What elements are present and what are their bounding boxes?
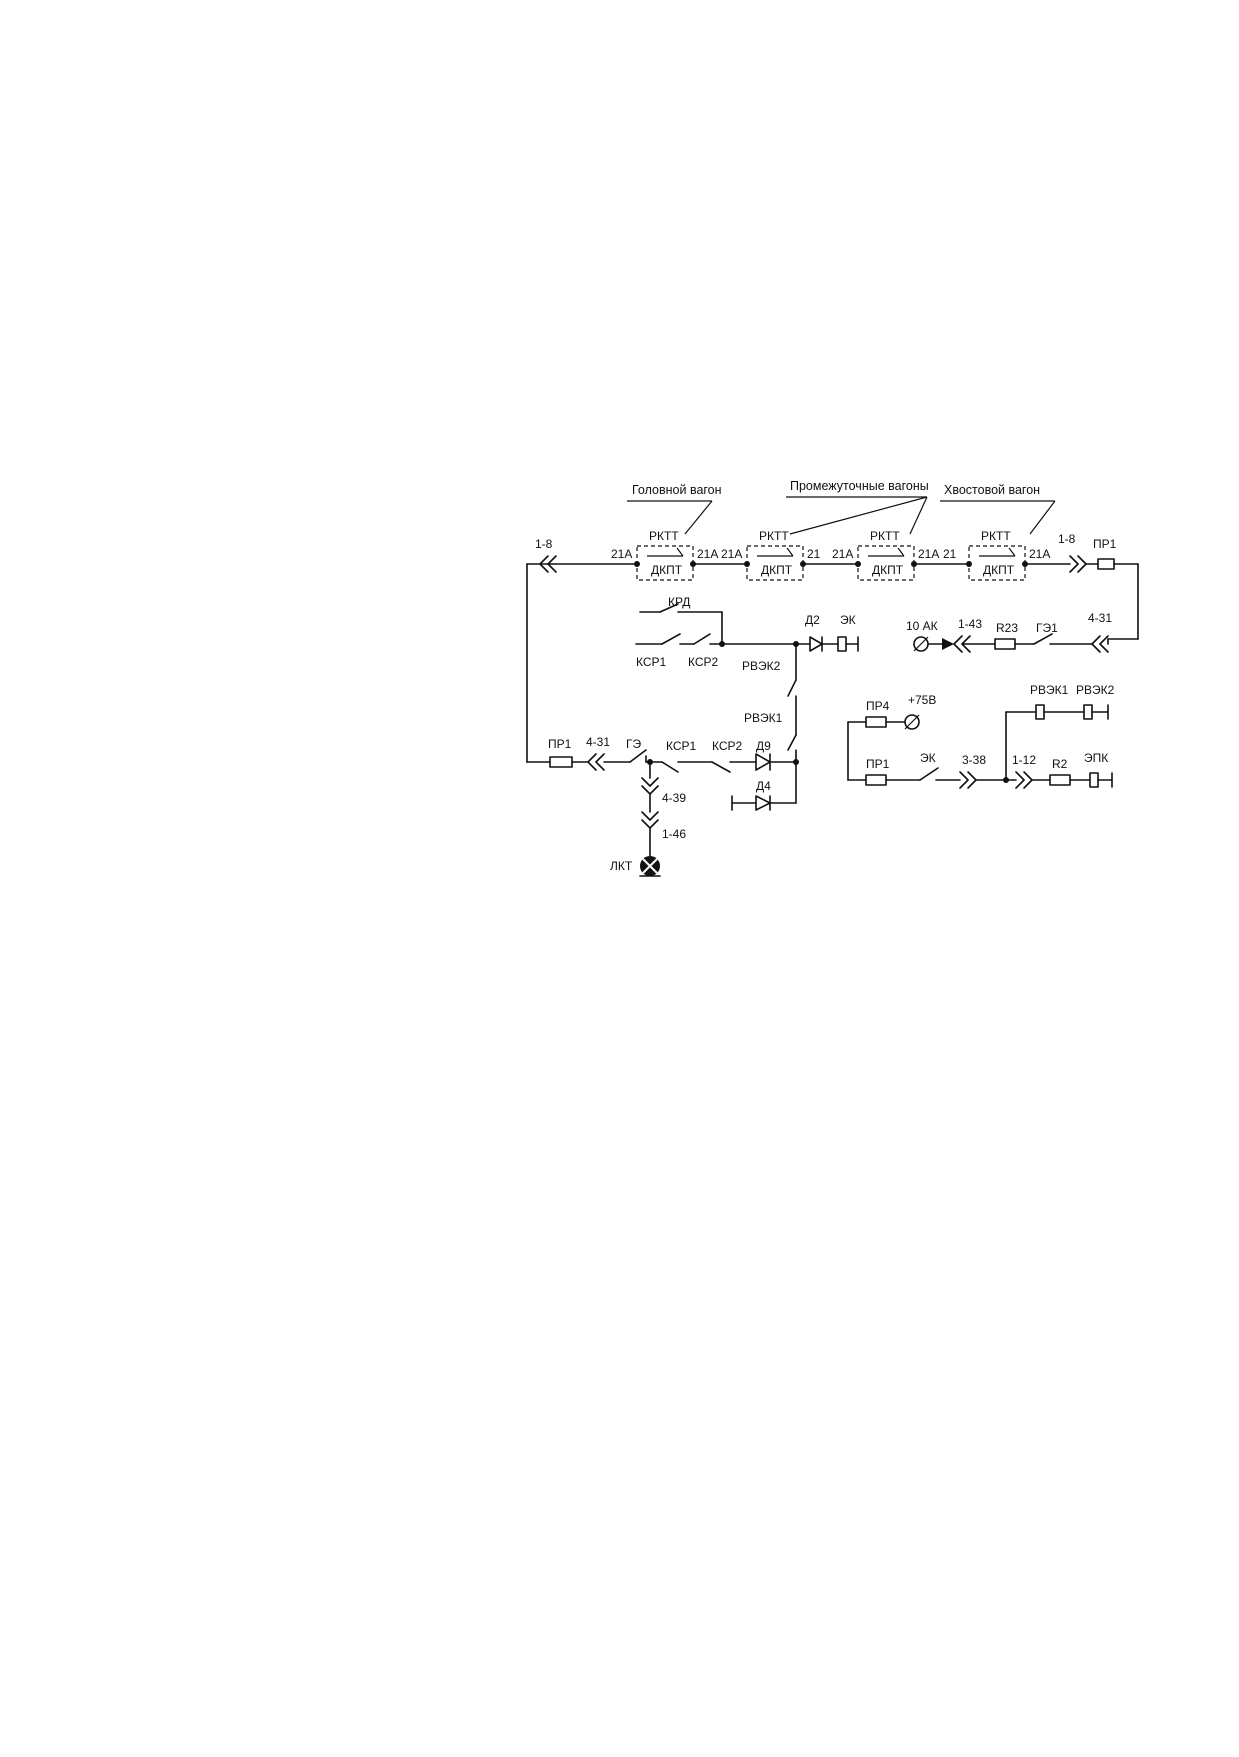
car-module: РКТТ ДКПТ 21А 21 bbox=[721, 529, 821, 581]
lamp-branch bbox=[639, 761, 661, 877]
label-relay: РКТТ bbox=[981, 529, 1011, 543]
car-module: РКТТ ДКПТ 21 21А bbox=[943, 529, 1050, 581]
label-ek-coil: ЭК bbox=[840, 613, 856, 627]
label-conn-4-31-left: 4-31 bbox=[586, 735, 610, 749]
connector-1-8-left bbox=[539, 555, 557, 573]
label-conn-3-38: 3-38 bbox=[962, 753, 986, 767]
label-krd: КРД bbox=[668, 595, 690, 609]
label-block: ДКПТ bbox=[761, 563, 793, 577]
label-relay: РКТТ bbox=[649, 529, 679, 543]
label-conn-1-8-right: 1-8 bbox=[1058, 532, 1076, 546]
label-conn-4-39: 4-39 bbox=[662, 791, 686, 805]
bottom-chain bbox=[526, 749, 799, 773]
label-block: ДКПТ bbox=[651, 563, 683, 577]
label-wire-right: 21А bbox=[697, 547, 718, 561]
krd-ksr-branch bbox=[635, 603, 801, 647]
car-module: РКТТ ДКПТ 21А 21А bbox=[611, 529, 718, 581]
label-wire-right: 21 bbox=[807, 547, 821, 561]
ek-epk-branch bbox=[847, 704, 1113, 789]
label-r2: R2 bbox=[1052, 757, 1068, 771]
label-fuse-pr1-top: ПР1 bbox=[1093, 537, 1117, 551]
label-pr4: ПР4 bbox=[866, 699, 890, 713]
label-wire-right: 21А bbox=[1029, 547, 1050, 561]
connector-1-8-right bbox=[1069, 555, 1087, 573]
label-conn-1-46: 1-46 bbox=[662, 827, 686, 841]
lamp-icon bbox=[640, 856, 660, 876]
car-module: РКТТ ДКПТ 21А 21А bbox=[832, 529, 939, 581]
label-rvek2-coil: РВЭК2 bbox=[1076, 683, 1115, 697]
label-ge-left: ГЭ bbox=[626, 737, 641, 751]
label-rvek1: РВЭК1 bbox=[744, 711, 783, 725]
label-d2: Д2 bbox=[805, 613, 820, 627]
header-tail-car: Хвостовой вагон bbox=[944, 483, 1040, 497]
label-pr1-left: ПР1 bbox=[548, 737, 572, 751]
label-ksr1-bottom: КСР1 bbox=[666, 739, 697, 753]
label-wire-left: 21А bbox=[611, 547, 632, 561]
label-conn-1-12: 1-12 bbox=[1012, 753, 1036, 767]
train-line bbox=[526, 563, 1139, 763]
label-d9: Д9 bbox=[756, 739, 771, 753]
label-block: ДКПТ bbox=[983, 563, 1015, 577]
label-wire-left: 21 bbox=[943, 547, 957, 561]
label-wire-left: 21А bbox=[832, 547, 853, 561]
label-d4: Д4 bbox=[756, 779, 771, 793]
diode-d2 bbox=[799, 636, 839, 652]
label-ek-contact: ЭК bbox=[920, 751, 936, 765]
label-conn-1-43: 1-43 bbox=[958, 617, 982, 631]
label-10ak: 10 АК bbox=[906, 619, 938, 633]
label-conn-4-31-right: 4-31 bbox=[1088, 611, 1112, 625]
label-ksr2-bottom: КСР2 bbox=[712, 739, 743, 753]
label-rvek2: РВЭК2 bbox=[742, 659, 781, 673]
fuse-pr1-top bbox=[1097, 558, 1115, 570]
label-wire-right: 21А bbox=[918, 547, 939, 561]
coil-ek bbox=[837, 636, 847, 652]
label-rvek1-coil: РВЭК1 bbox=[1030, 683, 1069, 697]
header-head-car: Головной вагон bbox=[632, 483, 722, 497]
label-ge1: ГЭ1 bbox=[1036, 621, 1058, 635]
label-epk: ЭПК bbox=[1084, 751, 1108, 765]
label-ksr1-top: КСР1 bbox=[636, 655, 667, 669]
label-block: ДКПТ bbox=[872, 563, 904, 577]
diode-d4 bbox=[731, 795, 797, 811]
label-r23: R23 bbox=[996, 621, 1018, 635]
ak-branch bbox=[913, 633, 1109, 653]
label-conn-1-8-left: 1-8 bbox=[535, 537, 553, 551]
label-wire-left: 21А bbox=[721, 547, 742, 561]
rvek-contacts bbox=[787, 643, 797, 804]
label-plus-75v: +75В bbox=[908, 693, 936, 707]
label-pr1-right: ПР1 bbox=[866, 757, 890, 771]
label-ksr2-top: КСР2 bbox=[688, 655, 719, 669]
header-middle-cars: Промежуточные вагоны bbox=[790, 479, 929, 493]
label-relay: РКТТ bbox=[870, 529, 900, 543]
label-lkt: ЛКТ bbox=[610, 859, 633, 873]
label-relay: РКТТ bbox=[759, 529, 789, 543]
